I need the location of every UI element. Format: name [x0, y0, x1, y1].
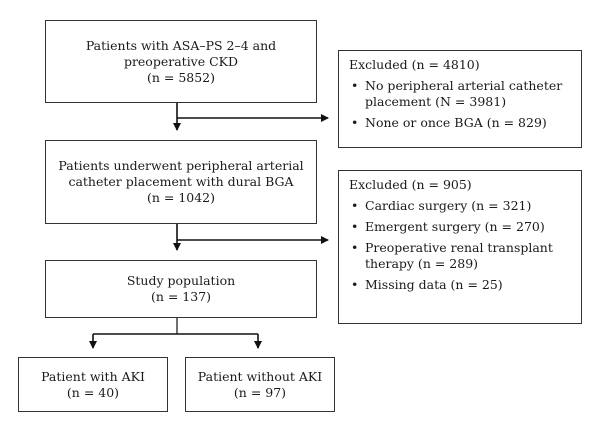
- study-population-box: Study population (n = 137): [45, 260, 317, 318]
- patients-box: Patients with ASA–PS 2–4 and preoperativ…: [45, 20, 317, 103]
- study-count: (n = 137): [150, 289, 212, 304]
- list-item: Cardiac surgery (n = 321): [349, 198, 573, 214]
- study-line-1: Study population: [126, 273, 236, 288]
- underwent-line-1: Patients underwent peripheral arterial: [58, 158, 304, 173]
- aki-box: Patient with AKI (n = 40): [18, 357, 168, 412]
- excluded-box-1: Excluded (n = 4810) No peripheral arteri…: [338, 50, 582, 148]
- underwent-line-2: catheter placement with dural BGA: [68, 174, 294, 189]
- list-item: Emergent surgery (n = 270): [349, 219, 573, 235]
- list-item: Preoperative renal transplant therapy (n…: [349, 240, 573, 272]
- no-aki-count: (n = 97): [233, 384, 287, 400]
- no-aki-box: Patient without AKI (n = 97): [185, 357, 335, 412]
- excluded-box-2: Excluded (n = 905) Cardiac surgery (n = …: [338, 170, 582, 324]
- excluded-1-title: Excluded (n = 4810): [349, 57, 480, 72]
- patients-line-1: Patients with ASA–PS 2–4 and: [85, 37, 277, 53]
- patients-count: (n = 5852): [146, 69, 216, 85]
- excluded-2-list: Cardiac surgery (n = 321) Emergent surge…: [349, 198, 573, 293]
- no-aki-line-1: Patient without AKI: [197, 368, 323, 384]
- patients-line-2: preoperative CKD: [123, 53, 239, 69]
- list-item: No peripheral arterial catheter placemen…: [349, 78, 573, 110]
- underwent-box: Patients underwent peripheral arterial c…: [45, 140, 317, 224]
- excluded-1-list: No peripheral arterial catheter placemen…: [349, 78, 573, 131]
- excluded-2-title: Excluded (n = 905): [349, 177, 472, 192]
- aki-count: (n = 40): [66, 384, 120, 400]
- underwent-count: (n = 1042): [146, 190, 216, 205]
- aki-line-1: Patient with AKI: [41, 368, 145, 384]
- list-item: Missing data (n = 25): [349, 277, 573, 293]
- list-item: None or once BGA (n = 829): [349, 115, 573, 131]
